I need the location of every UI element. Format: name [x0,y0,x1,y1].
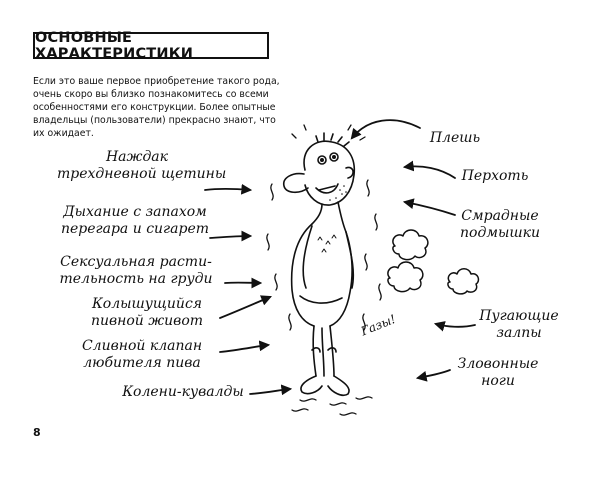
label-line: трехдневной щетины [57,166,227,182]
label-line: любителя пива [83,355,201,371]
label-line: Плешь [429,130,481,146]
arrow-crack [219,340,271,353]
label-farts: Пугающие залпы [474,308,564,342]
gas-clouds [387,229,480,295]
arrow-bald [350,119,421,140]
label-line: Дыхание с запахом [63,204,207,220]
label-armpits: Смрадные подмышки [455,208,545,242]
label-breath: Дыхание с запахом перегара и сигарет [55,204,215,238]
arrow-belly [219,295,272,319]
label-line: Зловонные [457,356,539,372]
label-knees: Колени-кувалды [118,384,248,401]
arrow-dandruff [402,160,456,179]
arrow-breath [209,230,253,242]
annotation-arrows [204,119,476,396]
label-line: ноги [481,373,515,389]
label-stubble: Наждак трехдневной щетины [57,149,227,183]
label-chest: Сексуальная расти- тельность на груди [36,254,236,288]
label-dandruff: Перхоть [455,168,535,185]
label-line: Пугающие [479,308,559,324]
intro-line: очень скоро вы близко познакомитесь со в… [33,89,269,100]
label-belly: Колышущийся пивной живот [77,296,217,330]
label-line: Сексуальная расти- [60,254,212,270]
label-line: перегара и сигарет [61,221,209,237]
arrow-farts [433,321,476,332]
label-line: Смрадные [461,208,539,224]
section-title: ОСНОВНЫЕ ХАРАКТЕРИСТИКИ [33,30,269,62]
intro-line: их ожидает. [33,128,94,139]
label-line: Колышущийся [91,296,203,312]
label-line: залпы [496,325,542,341]
arrow-feet [415,369,451,382]
intro-line: особенностями его конструкции. Более опы… [33,102,276,113]
arrow-knees [249,384,293,396]
label-feet: Зловонные ноги [448,356,548,390]
arrow-armpits [402,198,456,216]
stench-squiggles [266,124,382,416]
gas-label: Газы! [358,312,398,339]
label-line: Наждак [105,149,169,165]
label-line: пивной живот [90,313,204,329]
label-crack: Сливной клапан любителя пива [62,338,222,372]
intro-line: Если это ваше первое приобретение такого… [33,76,280,87]
label-line: Сливной клапан [81,338,203,354]
intro-paragraph: Если это ваше первое приобретение такого… [33,75,280,140]
label-line: тельность на груди [59,271,213,287]
page-number: 8 [33,426,41,439]
arrow-stubble [204,183,253,195]
label-line: Перхоть [461,168,529,184]
intro-line: владельцы (пользователи) прекрасно знают… [33,115,276,126]
label-line: подмышки [460,225,540,241]
label-bald: Плешь [420,130,490,147]
cartoon-man [282,132,356,397]
label-line: Колени-кувалды [122,384,244,400]
